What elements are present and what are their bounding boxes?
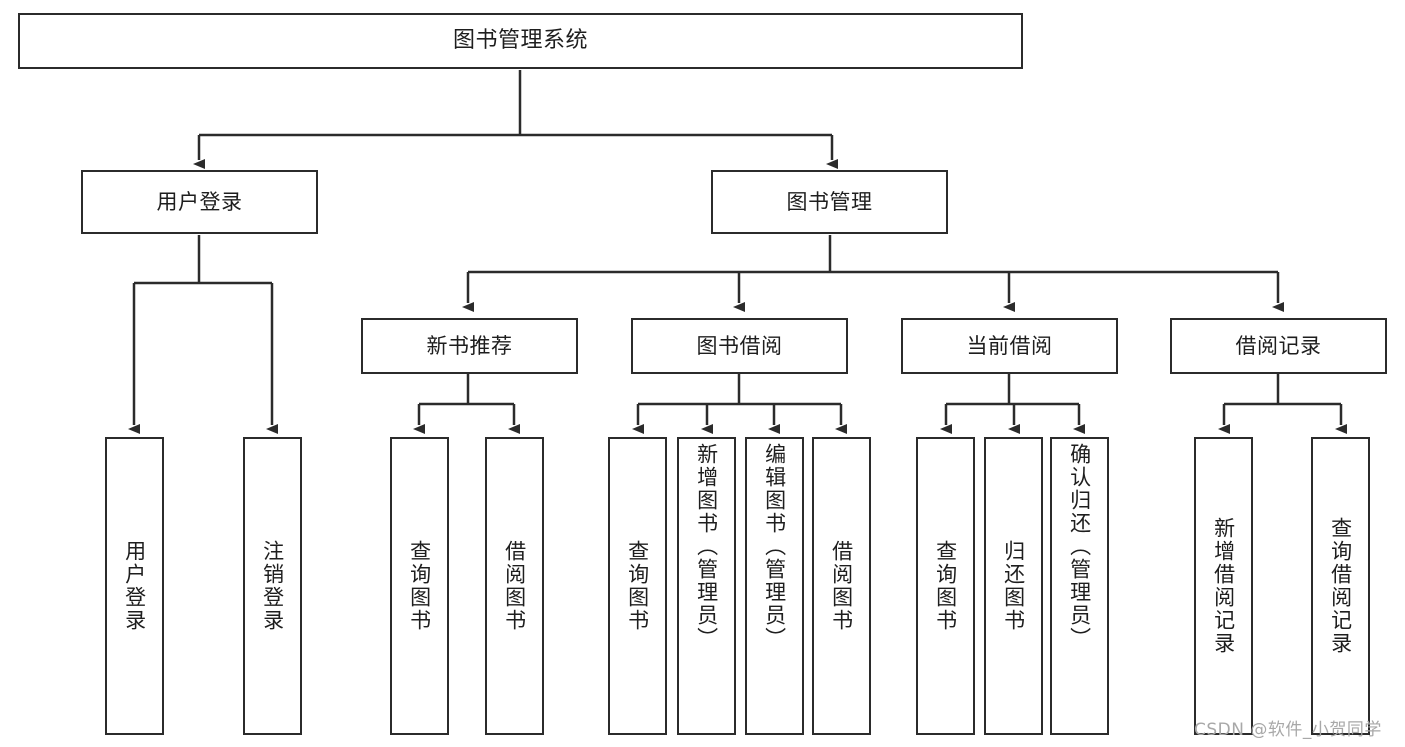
- node-leaf-query-record-label: 查询借阅记录: [1328, 517, 1353, 655]
- node-user-login-label: 用户登录: [156, 189, 243, 214]
- node-leaf-confirm-return-label: 确认归还（管理员）: [1067, 443, 1092, 650]
- node-leaf-confirm-return[interactable]: 确认归还（管理员）: [1050, 437, 1109, 735]
- node-leaf-query-book-2[interactable]: 查询图书: [608, 437, 667, 735]
- node-leaf-borrow-book-2[interactable]: 借阅图书: [812, 437, 871, 735]
- node-leaf-edit-book-label: 编辑图书（管理员）: [762, 443, 787, 650]
- node-leaf-query-book-1[interactable]: 查询图书: [390, 437, 449, 735]
- node-borrow-record-label: 借阅记录: [1235, 333, 1322, 358]
- node-root-label: 图书管理系统: [452, 28, 588, 54]
- node-leaf-add-book-label: 新增图书（管理员）: [694, 443, 719, 650]
- node-book-management-label: 图书管理: [786, 189, 873, 214]
- node-new-book-recommend[interactable]: 新书推荐: [361, 318, 578, 374]
- node-leaf-return-book[interactable]: 归还图书: [984, 437, 1043, 735]
- node-user-login[interactable]: 用户登录: [81, 170, 318, 234]
- node-book-borrow-label: 图书借阅: [696, 333, 783, 358]
- node-leaf-edit-book[interactable]: 编辑图书（管理员）: [745, 437, 804, 735]
- node-leaf-query-book-1-label: 查询图书: [407, 540, 432, 632]
- node-borrow-record[interactable]: 借阅记录: [1170, 318, 1387, 374]
- node-leaf-query-book-2-label: 查询图书: [625, 540, 650, 632]
- node-leaf-logout-label: 注销登录: [260, 540, 285, 632]
- node-leaf-add-record[interactable]: 新增借阅记录: [1194, 437, 1253, 735]
- node-new-book-recommend-label: 新书推荐: [426, 333, 513, 358]
- node-leaf-user-login-label: 用户登录: [122, 540, 147, 632]
- node-current-borrow-label: 当前借阅: [966, 333, 1053, 358]
- node-leaf-add-book[interactable]: 新增图书（管理员）: [677, 437, 736, 735]
- node-root[interactable]: 图书管理系统: [18, 13, 1023, 69]
- node-leaf-borrow-book-1[interactable]: 借阅图书: [485, 437, 544, 735]
- node-leaf-query-record[interactable]: 查询借阅记录: [1311, 437, 1370, 735]
- node-leaf-query-book-3[interactable]: 查询图书: [916, 437, 975, 735]
- node-leaf-borrow-book-2-label: 借阅图书: [829, 540, 854, 632]
- csdn-watermark: CSDN @软件_小贺同学: [1194, 720, 1382, 740]
- node-book-management[interactable]: 图书管理: [711, 170, 948, 234]
- node-current-borrow[interactable]: 当前借阅: [901, 318, 1118, 374]
- node-book-borrow[interactable]: 图书借阅: [631, 318, 848, 374]
- node-leaf-add-record-label: 新增借阅记录: [1211, 517, 1236, 655]
- node-leaf-user-login[interactable]: 用户登录: [105, 437, 164, 735]
- node-leaf-logout[interactable]: 注销登录: [243, 437, 302, 735]
- node-leaf-return-book-label: 归还图书: [1001, 540, 1026, 632]
- node-leaf-query-book-3-label: 查询图书: [933, 540, 958, 632]
- node-leaf-borrow-book-1-label: 借阅图书: [502, 540, 527, 632]
